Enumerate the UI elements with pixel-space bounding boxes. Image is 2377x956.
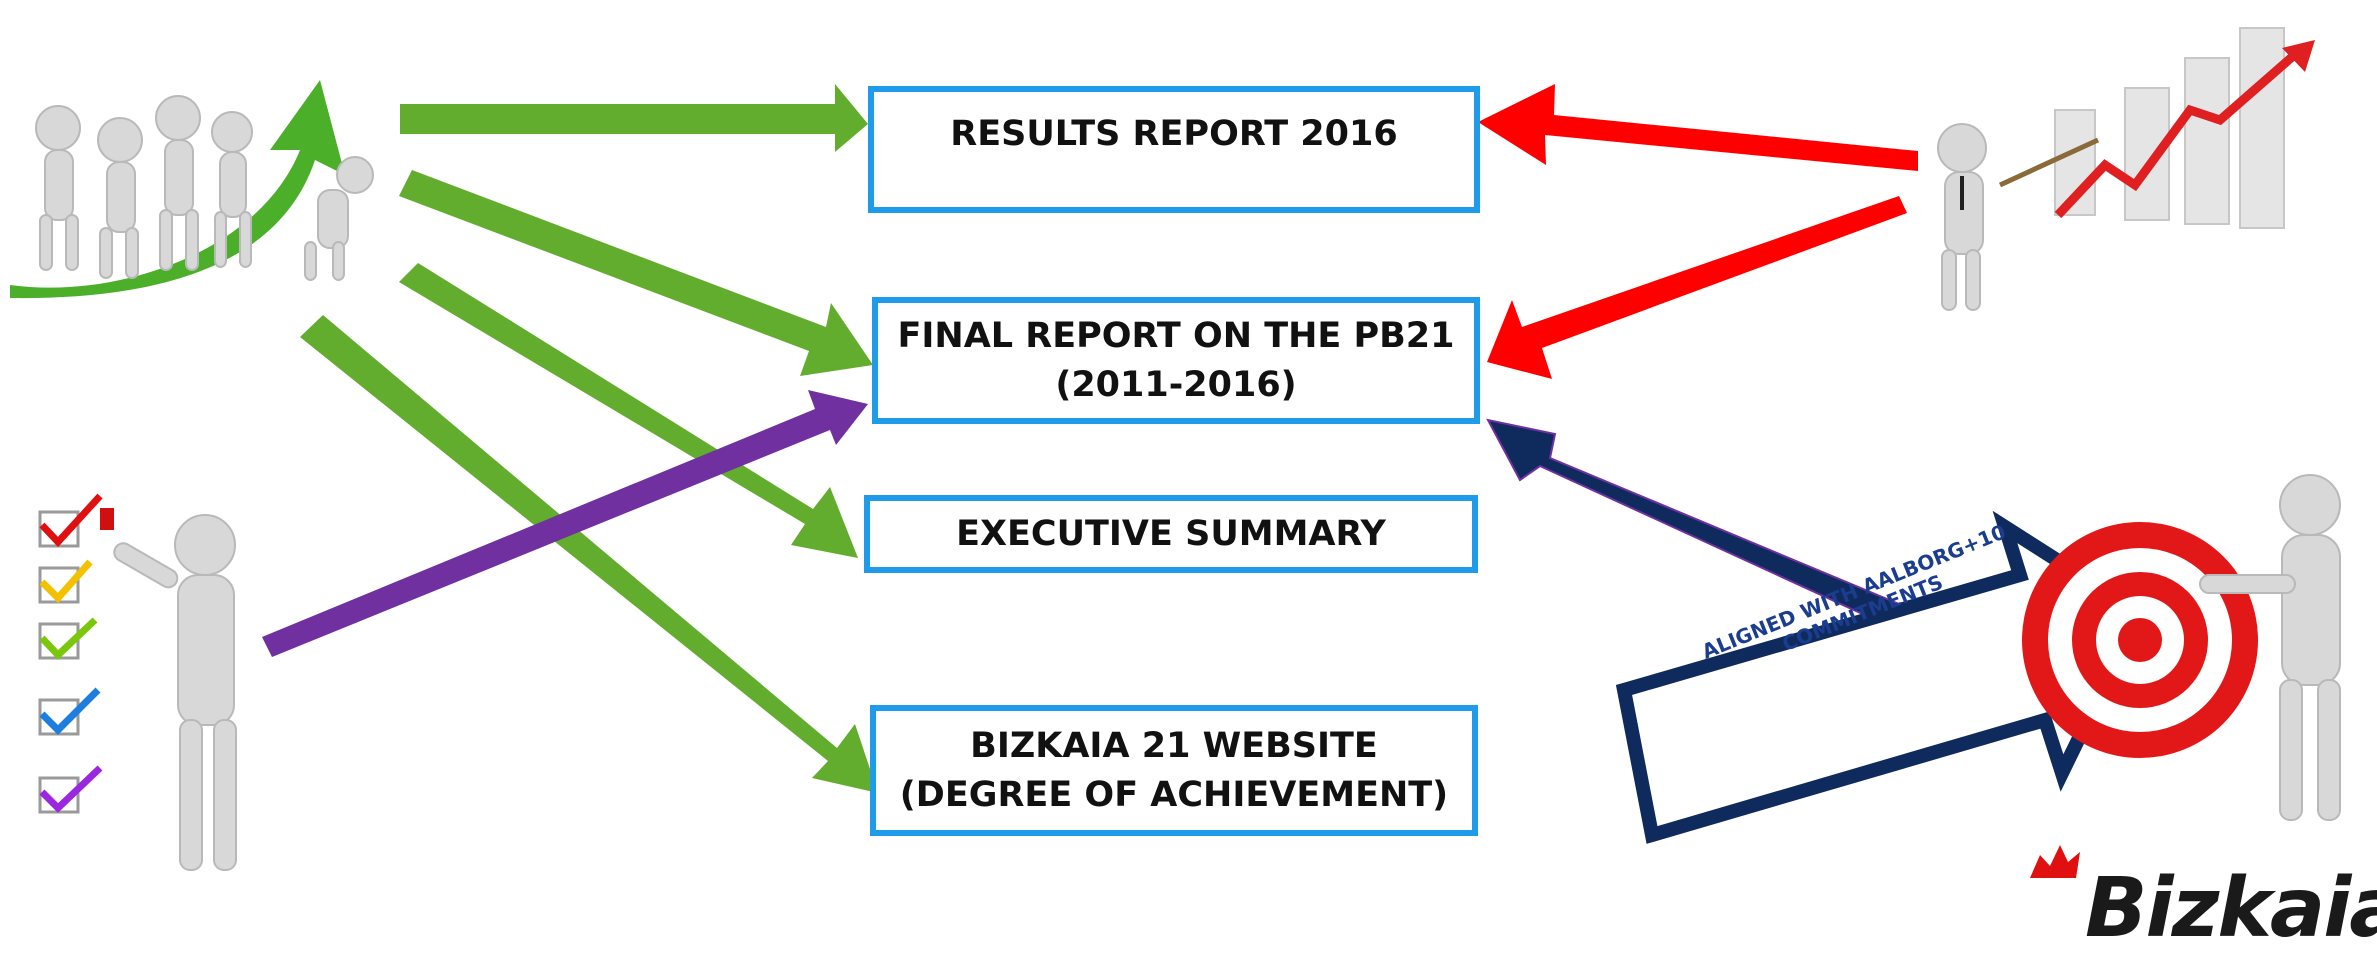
- arrow-team-to-website: [300, 315, 878, 793]
- bizkaia-logo-text: Bizkaia: [2085, 861, 2377, 956]
- target-person-icon: [2022, 474, 2341, 821]
- green-arrows: [300, 84, 878, 793]
- presenter-chart-icon: [1937, 27, 2315, 311]
- arrow-team-to-final-report: [399, 170, 873, 376]
- executive-summary-label: EXECUTIVE SUMMARY: [956, 513, 1386, 554]
- arrow-presenter-to-results: [1478, 84, 1918, 171]
- results-report-label: RESULTS REPORT 2016: [950, 114, 1398, 154]
- website-title: BIZKAIA 21 WEBSITE: [970, 726, 1378, 767]
- arrow-team-to-results: [400, 84, 868, 152]
- checklist-person-icon: [38, 493, 237, 871]
- executive-summary-box: EXECUTIVE SUMMARY: [864, 495, 1478, 573]
- final-report-title: FINAL REPORT ON THE PB21: [897, 316, 1455, 357]
- final-report-years: (2011-2016): [1055, 364, 1297, 405]
- red-arrows: [1478, 84, 1918, 379]
- arrow-team-to-executive-summary: [399, 263, 858, 558]
- diagram-canvas: [10, 27, 2341, 878]
- website-box: BIZKAIA 21 WEBSITE (DEGREE OF ACHIEVEMEN…: [870, 705, 1478, 836]
- arrow-presenter-to-final-report: [1487, 196, 1907, 379]
- final-report-box: FINAL REPORT ON THE PB21 (2011-2016): [872, 297, 1480, 424]
- arrow-target-to-final-report: [1486, 418, 1932, 641]
- website-subtitle: (DEGREE OF ACHIEVEMENT): [899, 774, 1449, 815]
- bizkaia-leaf-logo-icon: [2030, 845, 2080, 878]
- team-pushing-arrow-icon: [10, 80, 374, 299]
- arrow-checklist-to-final-report: [262, 390, 868, 657]
- results-report-box: RESULTS REPORT 2016: [868, 86, 1480, 213]
